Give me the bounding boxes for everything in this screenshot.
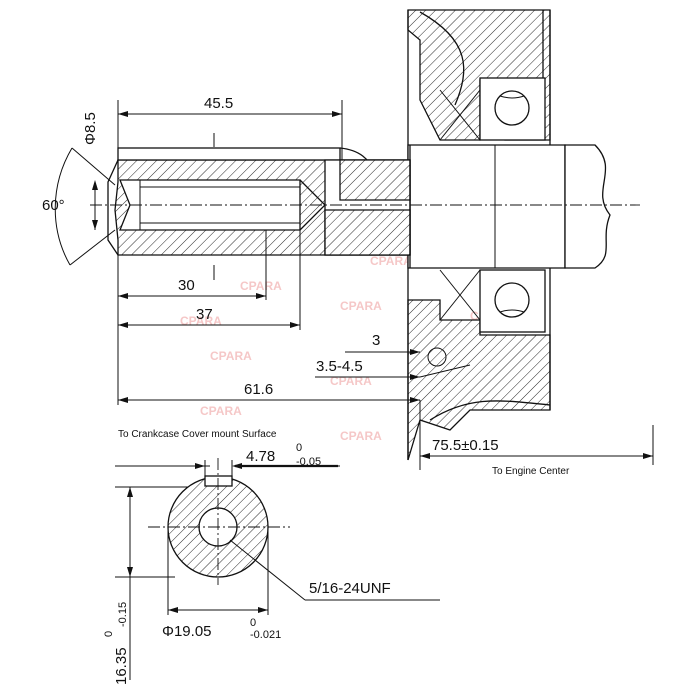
dim-depth-tol-upper: 0 xyxy=(103,631,115,637)
dim-key-depth: 16.35 xyxy=(113,647,130,685)
dim-key-tol-upper: 0 xyxy=(296,442,302,454)
dim-key-width: 4.78 xyxy=(246,448,275,465)
label-thread-spec: 5/16-24UNF xyxy=(309,580,391,597)
dim-61-6: 61.6 xyxy=(244,381,273,398)
watermark: CPARA xyxy=(210,349,252,363)
shaft-dimensions: 45.5 Φ8.5 60° 30 37 3 3.5 xyxy=(42,95,654,477)
keyway xyxy=(117,147,341,161)
engine-housing xyxy=(407,9,611,461)
dim-shaft-tol-upper: 0 xyxy=(250,617,256,629)
crank-journal xyxy=(407,144,566,269)
note-crankcase: To Crankcase Cover mount Surface xyxy=(118,429,277,440)
dim-3: 3 xyxy=(372,332,380,349)
dim-angle: 60° xyxy=(42,197,65,214)
dim-37: 37 xyxy=(196,306,213,323)
dim-45-5: 45.5 xyxy=(204,95,233,112)
upper-bearing-ball xyxy=(494,90,530,126)
watermark: CPARA xyxy=(340,299,382,313)
note-engine-center: To Engine Center xyxy=(492,466,570,477)
watermark: CPARA xyxy=(240,279,282,293)
watermark: CPARA xyxy=(370,254,412,268)
dim-75-5: 75.5±0.15 xyxy=(432,437,499,454)
dim-shaft-dia: Φ19.05 xyxy=(162,623,212,640)
dim-thread-dia: Φ8.5 xyxy=(82,112,99,145)
pto-shaft xyxy=(90,145,640,268)
shaft-section: 4.78 0 -0.05 5/16-24UNF Φ19.05 0 -0.021 … xyxy=(103,442,440,685)
dim-30: 30 xyxy=(178,277,195,294)
watermark: CPARA xyxy=(330,374,372,388)
lower-bearing-ball xyxy=(494,282,530,318)
watermark: CPARA xyxy=(200,404,242,418)
dim-depth-tol-lower: -0.15 xyxy=(117,602,129,627)
dim-shaft-tol-lower: -0.021 xyxy=(250,629,281,641)
dim-key-tol-lower: -0.05 xyxy=(296,456,321,468)
watermark: CPARA xyxy=(340,429,382,443)
dim-range: 3.5-4.5 xyxy=(316,358,363,375)
